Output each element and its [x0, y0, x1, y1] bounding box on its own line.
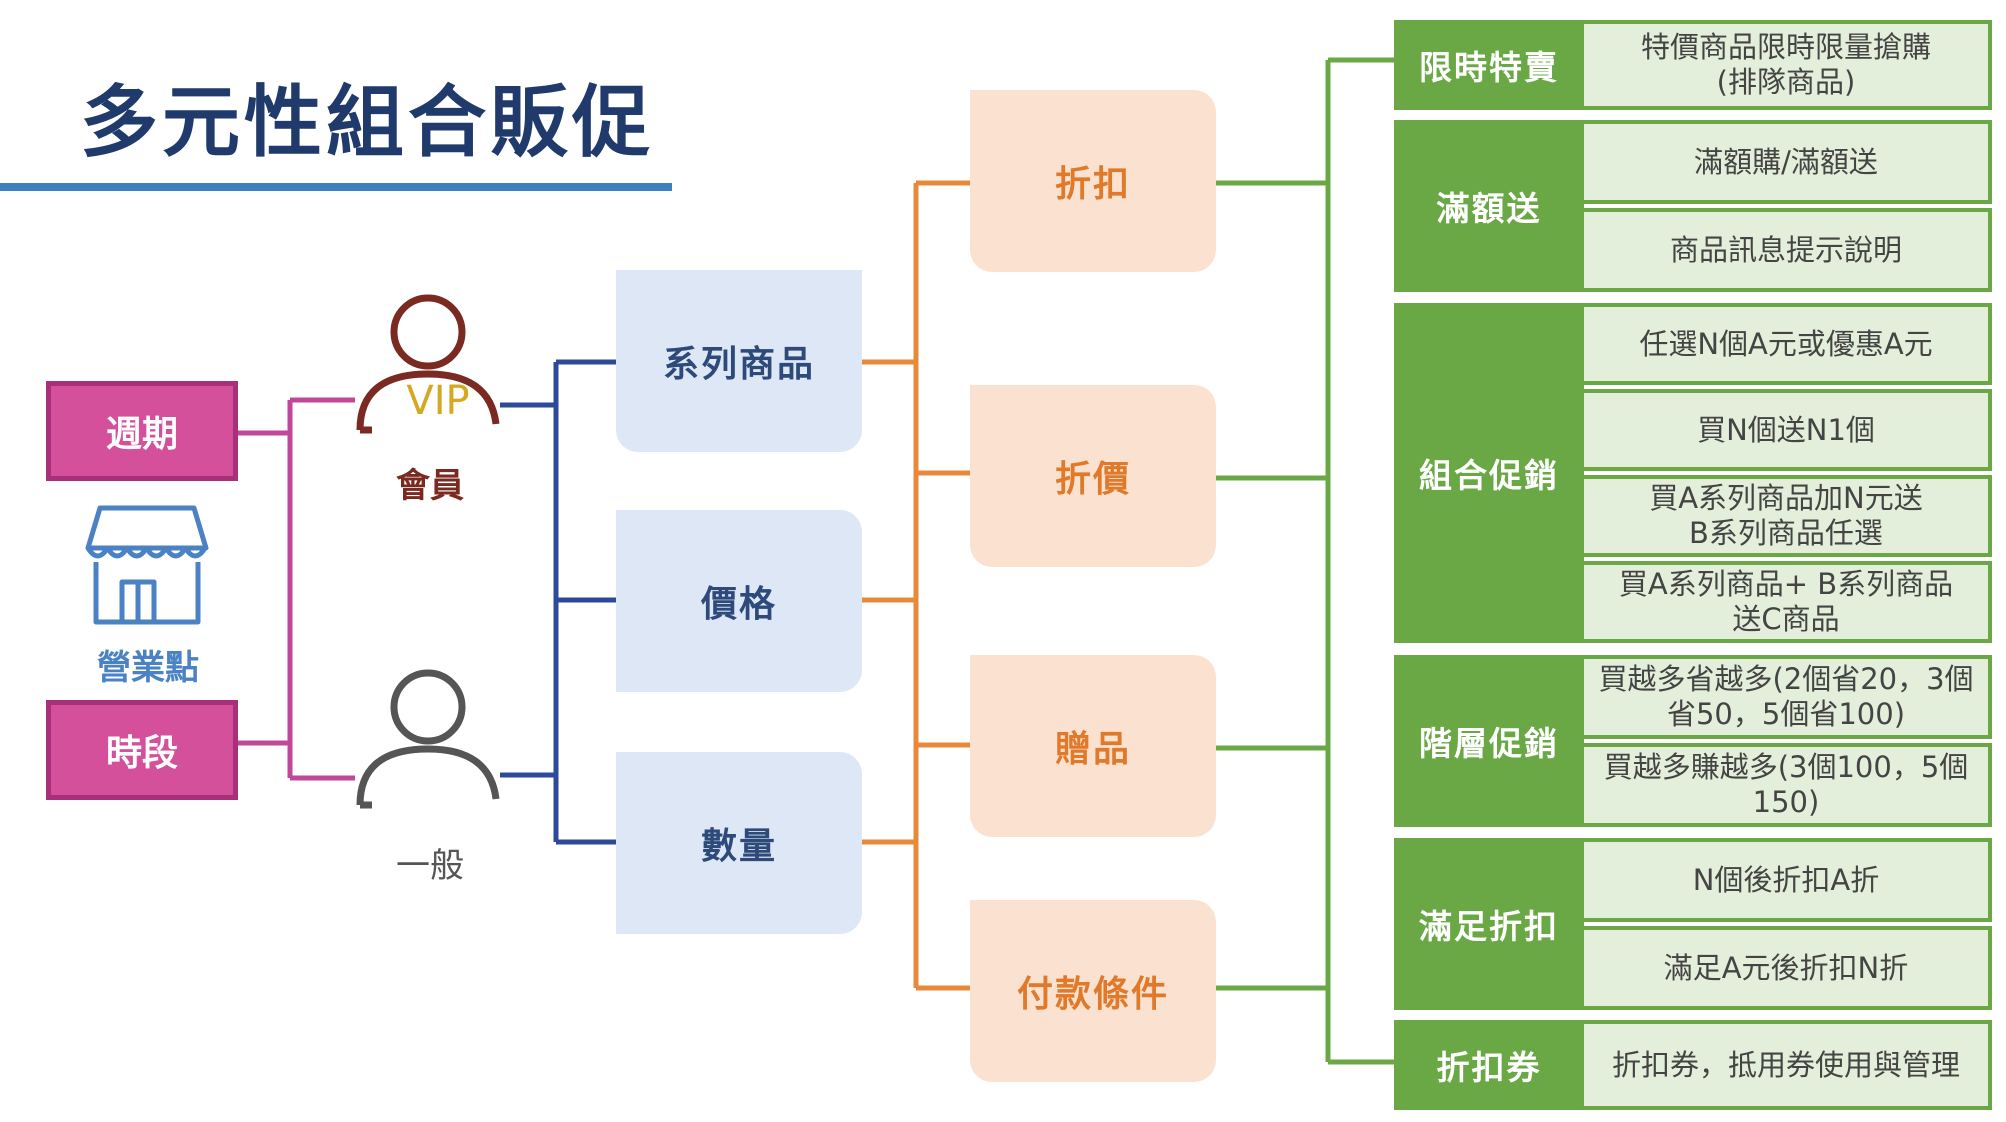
time-slot-box: 時段: [46, 700, 238, 800]
item-spend-gift: 滿額購/滿額送: [1580, 120, 1992, 204]
vip-member-label: 會員: [396, 466, 464, 506]
general-member-label: 一般: [396, 846, 464, 886]
item-buy-more-save-more: 買越多省越多(2個省20，3個 省50，5個省100): [1580, 655, 1992, 739]
dimension-series-products: 系列商品: [616, 270, 862, 452]
category-flash-sale: 限時特賣: [1394, 20, 1584, 110]
dimension-quantity: 數量: [616, 752, 862, 934]
category-bundle: 組合促銷: [1394, 303, 1584, 643]
page-title: 多元性組合販促: [80, 78, 655, 168]
item-a-plus-b-get-c: 買A系列商品+ B系列商品 送C商品: [1580, 561, 1992, 643]
item-add-n-get-b: 買A系列商品加N元送 B系列商品任選: [1580, 475, 1992, 557]
category-spend-gift: 滿額送: [1394, 120, 1584, 292]
promo-payment-terms: 付款條件: [970, 900, 1216, 1082]
title-underline: [0, 183, 672, 191]
category-tiered: 階層促銷: [1394, 655, 1584, 827]
promo-price-off: 折價: [970, 385, 1216, 567]
item-a-amount-discount: 滿足A元後折扣N折: [1580, 926, 1992, 1010]
store-icon: [82, 500, 212, 630]
promo-discount: 折扣: [970, 90, 1216, 272]
category-coupon: 折扣券: [1394, 1020, 1584, 1110]
item-coupon-management: 折扣券，抵用券使用與管理: [1580, 1020, 1992, 1110]
general-member-icon: [350, 665, 510, 815]
vip-member-icon: [350, 290, 510, 440]
item-pick-n: 任選N個A元或優惠A元: [1580, 303, 1992, 385]
item-n-pieces-discount: N個後折扣A折: [1580, 838, 1992, 922]
period-box: 週期: [46, 381, 238, 481]
item-buy-more-earn-more: 買越多賺越多(3個100，5個 150): [1580, 743, 1992, 827]
item-flash-sale: 特價商品限時限量搶購 (排隊商品): [1580, 20, 1992, 110]
item-product-info: 商品訊息提示說明: [1580, 208, 1992, 292]
category-threshold-discount: 滿足折扣: [1394, 838, 1584, 1010]
store-label: 營業點: [97, 648, 199, 688]
promo-gift: 贈品: [970, 655, 1216, 837]
dimension-price: 價格: [616, 510, 862, 692]
item-buy-n-get-n1: 買N個送N1個: [1580, 389, 1992, 471]
vip-badge: VIP: [406, 378, 470, 424]
